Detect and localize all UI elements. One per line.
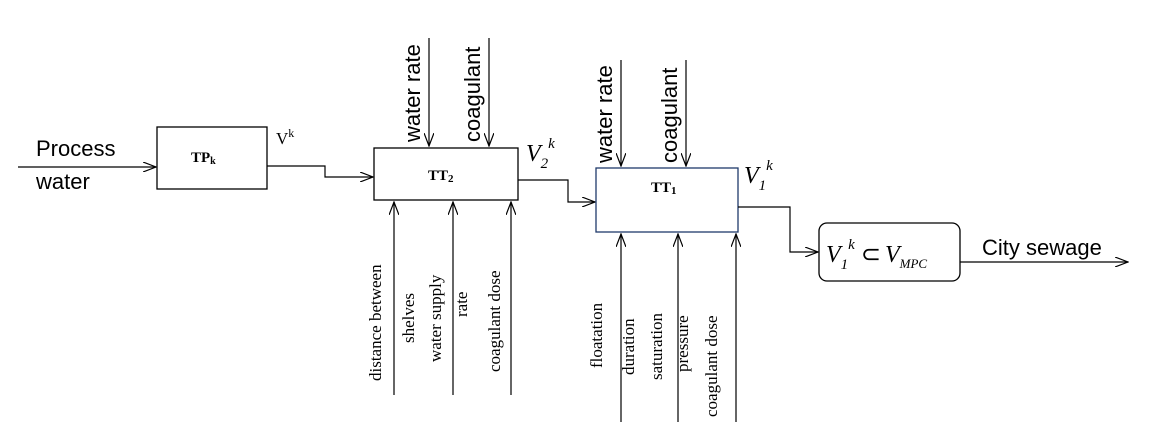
- tt1-bottom-label-3: saturation: [647, 312, 666, 380]
- tt2-label: TT2: [428, 168, 454, 185]
- input-label-line1: Process: [36, 136, 115, 161]
- condition-label: V1k⊂VMPC: [826, 237, 927, 273]
- vk-label: Vk: [276, 126, 294, 148]
- tt1-bottom-label-4: pressure: [673, 315, 692, 372]
- tt2-water-rate-label: water rate: [400, 44, 425, 143]
- v1k-label: V1k: [744, 158, 773, 194]
- tt2-bottom-label-1: distance between: [366, 264, 385, 381]
- output-label: City sewage: [982, 235, 1102, 260]
- v2k-label: V2k: [526, 136, 555, 172]
- condition-box: [818, 222, 961, 282]
- tt1-water-rate-label: water rate: [592, 65, 617, 164]
- tt2-bottom-label-5: coagulant dose: [485, 271, 504, 373]
- tt2-bottom-label-4: rate: [452, 292, 471, 317]
- tt2-box: [373, 147, 519, 201]
- tt1-bottom-label-2: duration: [619, 318, 638, 375]
- tt2-coagulant-label: coagulant: [460, 47, 485, 142]
- tt1-to-condition-arrow: [738, 206, 818, 252]
- tpk-to-tt2-arrow: [267, 165, 373, 177]
- tt1-box: [595, 167, 739, 233]
- tpk-label: TPk: [191, 150, 216, 167]
- input-label-line2: water: [35, 169, 90, 194]
- tt1-bottom-label-1: floatation: [587, 302, 606, 368]
- tpk-box: [156, 126, 268, 190]
- tt2-bottom-label-2: shelves: [399, 293, 418, 343]
- tt2-bottom-label-3: water supply: [426, 274, 445, 362]
- tt1-coagulant-label: coagulant: [657, 68, 682, 163]
- tt2-to-tt1-arrow: [518, 179, 595, 202]
- tt1-label: TT1: [651, 180, 677, 197]
- tt1-bottom-label-5: coagulant dose: [702, 316, 721, 418]
